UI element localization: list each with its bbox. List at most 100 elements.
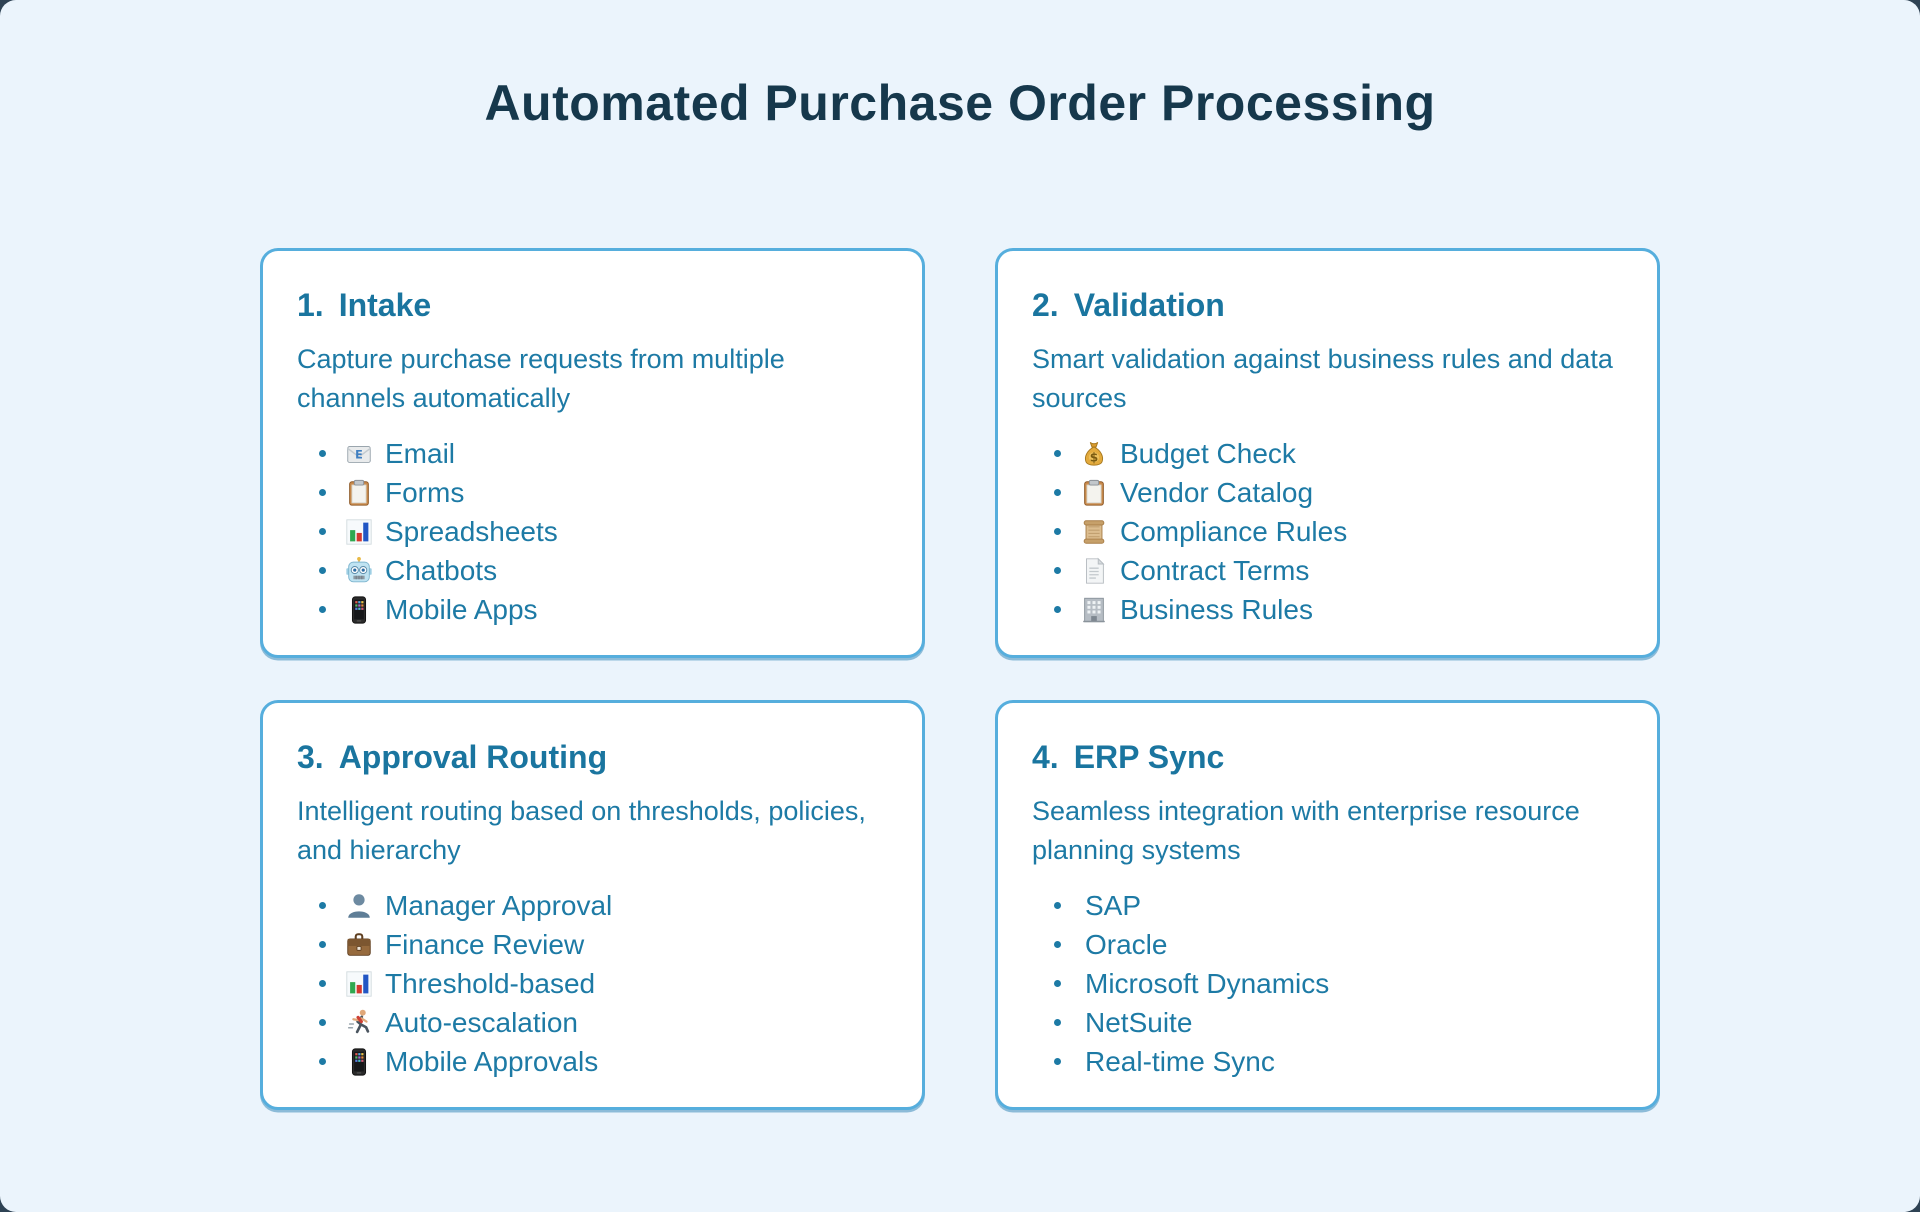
- card-description: Seamless integration with enterprise res…: [1032, 796, 1580, 865]
- bullet-dot: [319, 606, 326, 613]
- list-item-label: Threshold-based: [385, 967, 596, 999]
- list-item: SAP: [1054, 886, 1623, 925]
- card-title: Approval Routing: [338, 739, 608, 775]
- list-item: Business Rules: [1054, 590, 1623, 629]
- list-item: Manager Approval: [319, 886, 888, 925]
- bullet-dot: [319, 1019, 326, 1026]
- card-number: 2.: [1032, 287, 1059, 323]
- scroll-icon: [1079, 517, 1109, 547]
- card-description: Intelligent routing based on thresholds,…: [297, 796, 866, 865]
- page-title: Automated Purchase Order Processing: [484, 75, 1436, 131]
- robot-icon: [344, 556, 374, 586]
- bar-chart-icon: [344, 517, 374, 547]
- list-item-label: SAP: [1085, 889, 1142, 921]
- list-item: Real-time Sync: [1054, 1042, 1623, 1081]
- bullet-dot: [319, 902, 326, 909]
- list-item-label: Forms: [385, 476, 465, 508]
- list-item: Vendor Catalog: [1054, 473, 1623, 512]
- office-building-icon: [1079, 595, 1109, 625]
- list-item: Auto-escalation: [319, 1003, 888, 1042]
- list-item-label: Mobile Apps: [385, 593, 538, 625]
- list-item: Microsoft Dynamics: [1054, 964, 1623, 1003]
- list-item: Oracle: [1054, 925, 1623, 964]
- card-title: Validation: [1073, 287, 1225, 323]
- bullet-dot: [1054, 606, 1061, 613]
- bullet-dot: [1054, 528, 1061, 535]
- money-bag-icon: $: [1079, 439, 1109, 469]
- card-description: Capture purchase requests from multiple …: [297, 344, 785, 413]
- email-icon: E: [344, 439, 374, 469]
- list-item: Spreadsheets: [319, 512, 888, 551]
- list-item: Compliance Rules: [1054, 512, 1623, 551]
- bullet-dot: [319, 489, 326, 496]
- card-heading: 4. ERP Sync: [1032, 739, 1623, 776]
- bullet-dot: [319, 528, 326, 535]
- list-item: Mobile Apps: [319, 590, 888, 629]
- list-item-label: Compliance Rules: [1120, 515, 1348, 547]
- clipboard-icon: [344, 478, 374, 508]
- bullet-dot: [1054, 980, 1061, 987]
- list-item-label: Finance Review: [385, 928, 585, 960]
- list-item-label: Oracle: [1085, 928, 1168, 960]
- list-item: $ Budget Check: [1054, 434, 1623, 473]
- list-item-label: Auto-escalation: [385, 1006, 579, 1038]
- list-item-label: Business Rules: [1120, 593, 1313, 625]
- list-item: Contract Terms: [1054, 551, 1623, 590]
- bullet-dot: [1054, 1019, 1061, 1026]
- card-description: Smart validation against business rules …: [1032, 344, 1613, 413]
- person-silhouette-icon: [344, 891, 374, 921]
- runner-icon: [344, 1008, 374, 1038]
- document-page-icon: [1079, 556, 1109, 586]
- list-item-label: Email: [385, 437, 456, 469]
- list-item: Finance Review: [319, 925, 888, 964]
- mobile-phone-icon: [344, 1047, 374, 1077]
- card-heading: 1. Intake: [297, 287, 888, 324]
- bullet-dot: [319, 1058, 326, 1065]
- card-title: ERP Sync: [1073, 739, 1225, 775]
- bullet-dot: [1054, 1058, 1061, 1065]
- card-heading: 2. Validation: [1032, 287, 1623, 324]
- bullet-dot: [1054, 941, 1061, 948]
- list-item-label: Vendor Catalog: [1120, 476, 1314, 508]
- card-title: Intake: [338, 287, 432, 323]
- list-item-label: Budget Check: [1120, 437, 1296, 469]
- card-number: 3.: [297, 739, 324, 775]
- svg-text:E: E: [355, 448, 363, 461]
- list-item: Mobile Approvals: [319, 1042, 888, 1081]
- list-item: NetSuite: [1054, 1003, 1623, 1042]
- list-item: Threshold-based: [319, 964, 888, 1003]
- bar-chart-icon: [344, 969, 374, 999]
- clipboard-icon: [1079, 478, 1109, 508]
- card-heading: 3. Approval Routing: [297, 739, 888, 776]
- bullet-dot: [1054, 450, 1061, 457]
- card-number: 1.: [297, 287, 324, 323]
- svg-text:$: $: [1090, 450, 1098, 464]
- bullet-dot: [1054, 489, 1061, 496]
- bullet-dot: [1054, 902, 1061, 909]
- bullet-dot: [319, 450, 326, 457]
- card-number: 4.: [1032, 739, 1059, 775]
- list-item-label: Microsoft Dynamics: [1085, 967, 1330, 999]
- bullet-dot: [319, 941, 326, 948]
- list-item-label: Mobile Approvals: [385, 1045, 599, 1077]
- list-item-label: NetSuite: [1085, 1006, 1193, 1038]
- list-item: E Email: [319, 434, 888, 473]
- bullet-dot: [319, 567, 326, 574]
- bullet-dot: [319, 980, 326, 987]
- briefcase-icon: [344, 930, 374, 960]
- mobile-phone-icon: [344, 595, 374, 625]
- list-item-label: Spreadsheets: [385, 515, 558, 547]
- bullet-dot: [1054, 567, 1061, 574]
- list-item-label: Real-time Sync: [1085, 1045, 1275, 1077]
- list-item-label: Contract Terms: [1120, 554, 1310, 586]
- list-item-label: Chatbots: [385, 554, 498, 586]
